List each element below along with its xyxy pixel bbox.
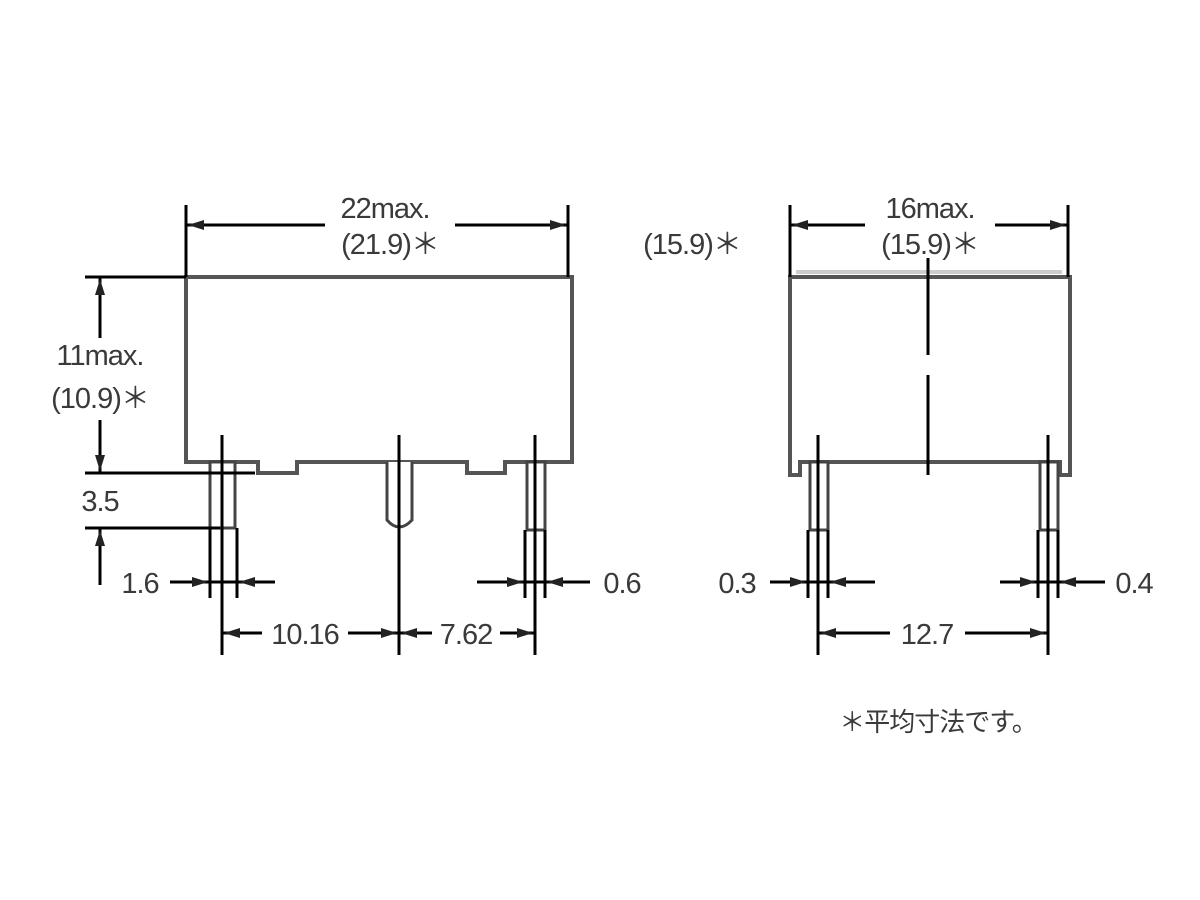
pitch-7-62-label: 7.62 bbox=[440, 619, 492, 651]
depth-avg-label: (15.9)＊ bbox=[881, 229, 979, 261]
pitch-10-16-label: 10.16 bbox=[271, 619, 339, 651]
relay-body-front bbox=[184, 275, 574, 475]
pin-width-0-6-label: 0.6 bbox=[603, 568, 640, 600]
pin-width-0-3-label: 0.3 bbox=[718, 568, 755, 600]
width-avg-label: (21.9)＊ bbox=[341, 229, 439, 261]
side-view: 16max. (15.9)＊ (15.9)＊ 0.3 0.4 12.7 bbox=[643, 193, 1155, 655]
height-avg-label: (10.9)＊ bbox=[51, 383, 149, 415]
relay-body-side bbox=[788, 275, 1072, 477]
width-max-label: 22max. bbox=[340, 193, 429, 225]
pin-length-label: 3.5 bbox=[81, 486, 118, 518]
footnote: ＊平均寸法です。 bbox=[839, 707, 1036, 737]
depth-max-label: 16max. bbox=[885, 193, 974, 225]
pitch-12-7-label: 12.7 bbox=[901, 619, 953, 651]
pin-width-0-4-label: 0.4 bbox=[1115, 568, 1153, 600]
height-max-label: 11max. bbox=[57, 340, 144, 372]
front-view: 22max. (21.9)＊ 11max. (10.9)＊ 3.5 1.6 0.… bbox=[51, 193, 642, 655]
depth-avg-extra-label: (15.9)＊ bbox=[643, 229, 741, 261]
pin-width-1-6-label: 1.6 bbox=[121, 568, 158, 600]
